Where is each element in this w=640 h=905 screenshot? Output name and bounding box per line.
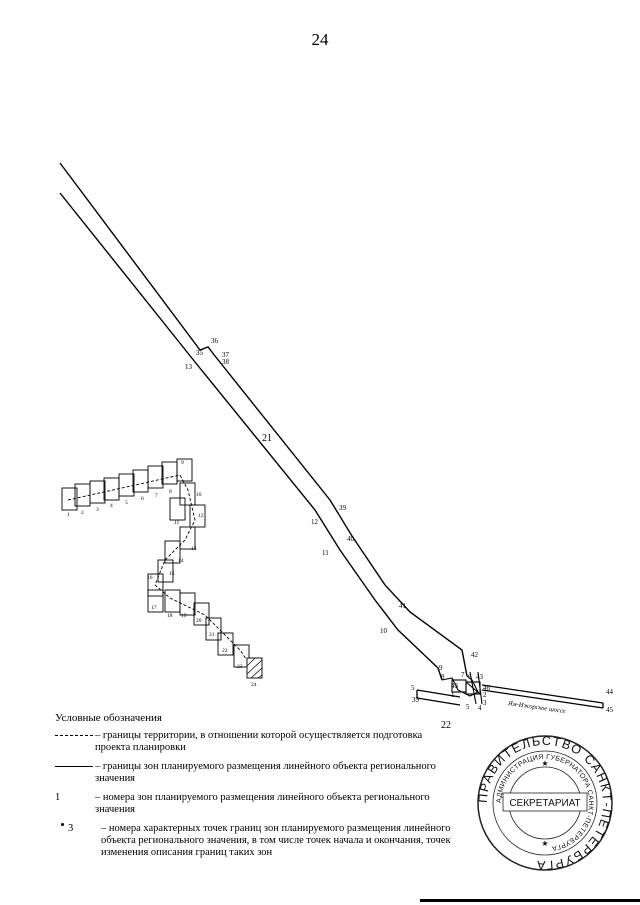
zone-label: 22 [441, 720, 451, 731]
point-label: 39 [339, 504, 347, 512]
road-label: Ям-Ижорское шоссе [507, 700, 566, 715]
legend: Условные обозначения – границы территори… [55, 712, 455, 866]
point-label: 40 [347, 535, 355, 543]
legend-item: – границы зон планируемого размещения ли… [55, 761, 455, 785]
legend-item: 3 – номера характерных точек границ зон … [55, 823, 455, 859]
inset-zone-label: 3 [96, 507, 99, 513]
point-label: 10 [380, 627, 388, 635]
inset-zone-label: 2 [81, 510, 84, 516]
point-label: 7 [461, 671, 465, 679]
inset-zone-label: 22 [222, 648, 228, 654]
inset-zone-label: 16 [147, 575, 153, 581]
legend-item-text: – номера зон планируемого размещения лин… [95, 792, 430, 815]
point-label: 43 [451, 682, 459, 690]
inset-hatched-zone [246, 657, 263, 679]
inset-zone-label: 13 [191, 546, 197, 552]
road-lines [416, 684, 604, 709]
inset-zone-label: 5 [125, 500, 128, 506]
inset-zone-label: 17 [151, 605, 157, 611]
point-number-symbol: 3 [55, 823, 101, 859]
inset-zone-label: 1 [67, 512, 70, 518]
secretariat-stamp: ПРАВИТЕЛЬСТВО САНКТ-ПЕТЕРБУРГА АДМИНИСТР… [476, 734, 613, 872]
bottom-rule [420, 899, 640, 902]
point-label: 35 [196, 349, 204, 357]
legend-item: 1 – номера зон планируемого размещения л… [55, 792, 455, 816]
inset-zone-label: 9 [181, 460, 184, 466]
inset-zone-label: 15 [169, 571, 175, 577]
star-icon: ★ [541, 839, 548, 848]
inset-zone-label: 24 [251, 682, 257, 688]
inset-zone-label: 18 [167, 613, 173, 619]
corridor-boundary-right [59, 162, 468, 677]
inset-overview [61, 458, 256, 673]
point-label: 46 [483, 684, 491, 692]
inset-zone-label: 20 [196, 618, 202, 624]
inset-zone-label: 10 [196, 492, 202, 498]
point-label: 5 [466, 703, 470, 711]
inset-zone-label: 4 [110, 503, 113, 509]
point-label: 41 [399, 602, 407, 610]
point-labels: 36 35 37 38 13 39 12 40 11 41 10 42 9 8 … [185, 337, 614, 714]
dashed-line-icon [55, 730, 95, 754]
point-label: 4 [478, 704, 482, 712]
point-label: 39 [412, 696, 420, 704]
zone-number-symbol: 1 [55, 792, 61, 803]
point-dot-icon [61, 823, 64, 826]
point-number-sample: 3 [68, 823, 74, 834]
legend-title: Условные обозначения [55, 712, 162, 724]
point-label: 44 [606, 688, 614, 696]
point-label: 11 [322, 549, 329, 557]
point-label: 6 [468, 673, 472, 681]
inset-zone-label: 21 [209, 632, 215, 638]
stamp-center-text: СЕКРЕТАРИАТ [509, 798, 580, 809]
inset-zone-labels: 1 2 3 4 5 6 7 8 9 10 11 12 13 14 15 16 1… [67, 460, 257, 688]
inset-zone-label: 8 [169, 489, 172, 495]
inset-zone-label: 6 [141, 496, 144, 502]
point-label: 42 [471, 651, 479, 659]
corridor-boundary-left [59, 192, 443, 681]
star-icon: ★ [541, 759, 548, 768]
inset-zone-label: 11 [174, 520, 180, 526]
point-label: 1 [451, 691, 455, 699]
point-label: 8 [441, 673, 445, 681]
inset-zone-label: 7 [155, 493, 158, 499]
legend-item-text: – границы зон планируемого размещения ли… [95, 761, 436, 784]
inset-zone-label: 23 [237, 664, 243, 670]
inset-zone-label: 19 [181, 613, 187, 619]
solid-line-icon [55, 761, 95, 785]
legend-item-text: – номера характерных точек границ зон пл… [101, 823, 451, 858]
point-label: 45 [606, 706, 614, 714]
junction-detail [441, 671, 483, 705]
point-label: 37 [222, 351, 230, 359]
point-label: 9 [439, 664, 443, 672]
point-label: 36 [211, 337, 219, 345]
point-label: 5 [411, 684, 415, 692]
inset-zone-label: 12 [198, 513, 204, 519]
page-number: 24 [311, 30, 329, 49]
legend-item-text: – границы территории, в отношении которо… [95, 730, 423, 753]
point-label: 13 [185, 363, 193, 371]
point-label: 12 [311, 518, 319, 526]
point-label: 2 [483, 691, 487, 699]
point-label: 43 [476, 673, 484, 681]
point-label: 38 [222, 358, 230, 366]
inset-zone-label: 14 [178, 558, 184, 564]
zone-label: 21 [262, 433, 272, 444]
legend-item: – границы территории, в отношении которо… [55, 730, 455, 754]
point-label: 3 [483, 699, 487, 707]
